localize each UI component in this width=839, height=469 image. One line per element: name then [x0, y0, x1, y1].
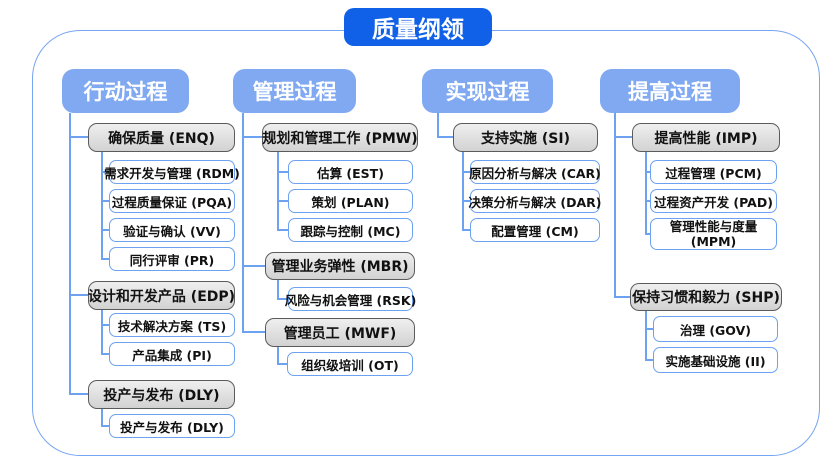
- connector: [277, 229, 288, 231]
- leaf-node-est: 估算 (EST): [288, 160, 413, 184]
- leaf-node-vv: 验证与确认 (VV): [109, 218, 235, 242]
- connector: [101, 310, 103, 354]
- leaf-node-pqa: 过程质量保证 (PQA): [109, 189, 235, 213]
- group-node-dly: 投产与发布 (DLY): [88, 380, 235, 409]
- connector: [242, 331, 265, 333]
- group-node-shp: 保持习惯和毅力 (SHP): [630, 283, 782, 311]
- leaf-node-ts: 技术解决方案 (TS): [109, 313, 235, 337]
- connector: [101, 152, 103, 259]
- connector: [242, 265, 265, 267]
- connector: [645, 152, 647, 234]
- leaf-node-rsk: 风险与机会管理 (RSK): [285, 287, 416, 311]
- connector: [101, 324, 109, 326]
- connector: [277, 363, 287, 365]
- leaf-node-pr: 同行评审 (PR): [109, 247, 235, 271]
- leaf-node-rdm: 需求开发与管理 (RDM): [104, 160, 240, 184]
- connector: [69, 393, 88, 395]
- column-header-realization-process: 实现过程: [422, 69, 553, 113]
- connector: [437, 113, 439, 137]
- connector: [614, 296, 630, 298]
- leaf-node-gov: 治理 (GOV): [653, 316, 778, 342]
- leaf-node-cm: 配置管理 (CM): [470, 218, 600, 242]
- leaf-node-car: 原因分析与解决 (CAR): [469, 160, 601, 184]
- column-header-action-process: 行动过程: [62, 69, 189, 113]
- group-node-edp: 设计和开发产品 (EDP): [88, 281, 235, 310]
- connector: [437, 136, 453, 138]
- group-node-si: 支持实施 (SI): [453, 123, 598, 152]
- connector: [101, 425, 109, 427]
- connector: [645, 311, 647, 360]
- connector: [277, 298, 288, 300]
- connector: [101, 409, 103, 426]
- leaf-node-dar: 决策分析与解决 (DAR): [469, 189, 601, 213]
- connector: [101, 229, 109, 231]
- connector: [101, 258, 109, 260]
- connector: [277, 171, 288, 173]
- connector: [462, 171, 470, 173]
- connector: [277, 200, 288, 202]
- connector: [462, 200, 470, 202]
- diagram-title: 质量纲领: [344, 8, 492, 46]
- connector: [242, 136, 262, 138]
- leaf-node-mc: 跟踪与控制 (MC): [288, 218, 413, 242]
- connector: [645, 171, 650, 173]
- connector: [277, 347, 279, 364]
- leaf-node-ii: 实施基础设施 (II): [653, 347, 778, 373]
- connector: [277, 280, 279, 299]
- connector: [69, 294, 88, 296]
- connector: [645, 233, 650, 235]
- group-node-mbr: 管理业务弹性 (MBR): [265, 252, 415, 280]
- connector: [69, 136, 88, 138]
- connector: [645, 328, 653, 330]
- connector: [277, 152, 279, 230]
- connector: [645, 359, 653, 361]
- connector: [101, 171, 109, 173]
- connector: [101, 353, 109, 355]
- connector: [462, 229, 470, 231]
- column-header-improvement-process: 提高过程: [600, 69, 740, 113]
- connector: [101, 200, 109, 202]
- leaf-node-mpm: 管理性能与度量 (MPM): [650, 218, 777, 250]
- connector: [462, 152, 464, 230]
- group-node-mwf: 管理员工 (MWF): [265, 318, 415, 347]
- connector: [614, 136, 632, 138]
- column-header-management-process: 管理过程: [233, 69, 356, 113]
- group-node-enq: 确保质量 (ENQ): [88, 123, 235, 152]
- leaf-node-pad: 过程资产开发 (PAD): [650, 189, 777, 213]
- leaf-node-ot: 组织级培训 (OT): [287, 352, 413, 376]
- connector: [614, 113, 616, 297]
- leaf-node-plan: 策划 (PLAN): [288, 189, 413, 213]
- leaf-node-pi: 产品集成 (PI): [109, 342, 235, 366]
- leaf-node-dly-child: 投产与发布 (DLY): [109, 414, 235, 438]
- connector: [645, 200, 650, 202]
- connector: [69, 113, 71, 394]
- group-node-pmw: 规划和管理工作 (PMW): [262, 123, 418, 152]
- connector: [242, 113, 244, 332]
- leaf-node-pcm: 过程管理 (PCM): [650, 160, 777, 184]
- group-node-imp: 提高性能 (IMP): [632, 123, 780, 152]
